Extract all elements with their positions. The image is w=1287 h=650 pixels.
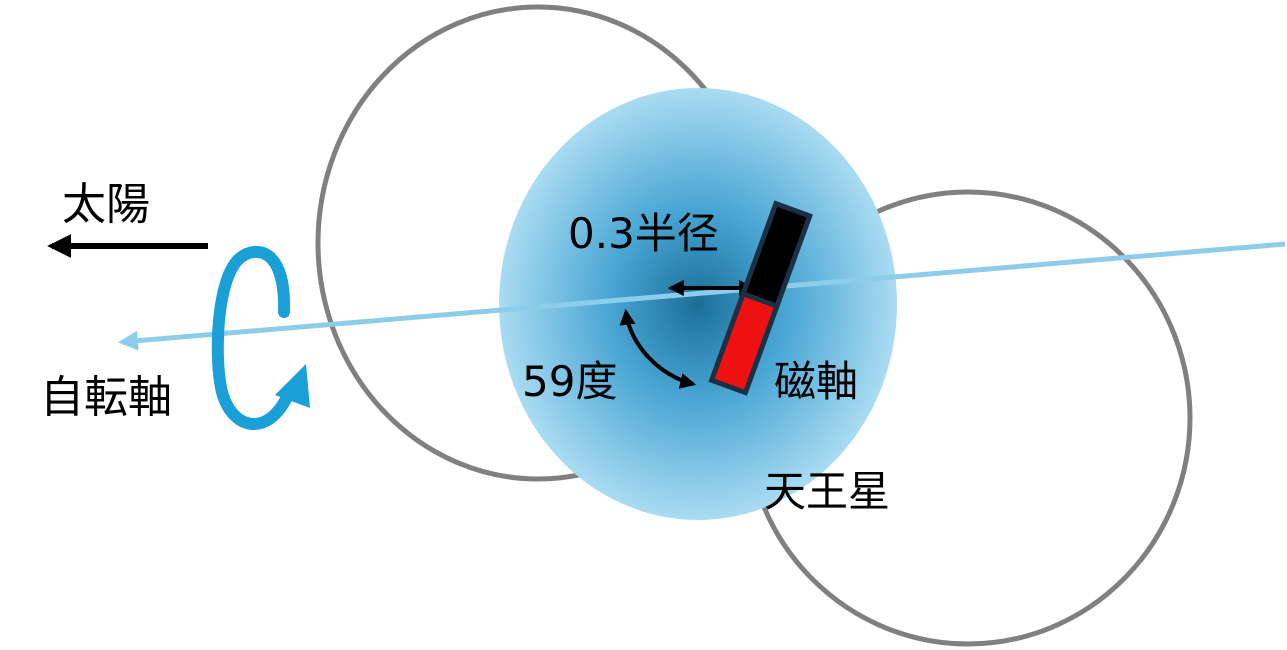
planet-label: 天王星 [764,467,890,516]
rotation-arrow-icon [211,245,310,430]
magnet-south-pole [708,290,781,396]
offset-label: 0.3半径 [568,209,719,258]
uranus-planet [499,88,897,520]
sun-label: 太陽 [62,179,150,230]
tilt-angle-label: 59度 [522,357,617,406]
tilt-angle-arc-arrow [619,308,697,389]
rotation-axis-label: 自転軸 [40,372,172,423]
magnetic-axis-bar-magnet [708,200,813,396]
magnetic-axis-label: 磁軸 [774,357,858,406]
